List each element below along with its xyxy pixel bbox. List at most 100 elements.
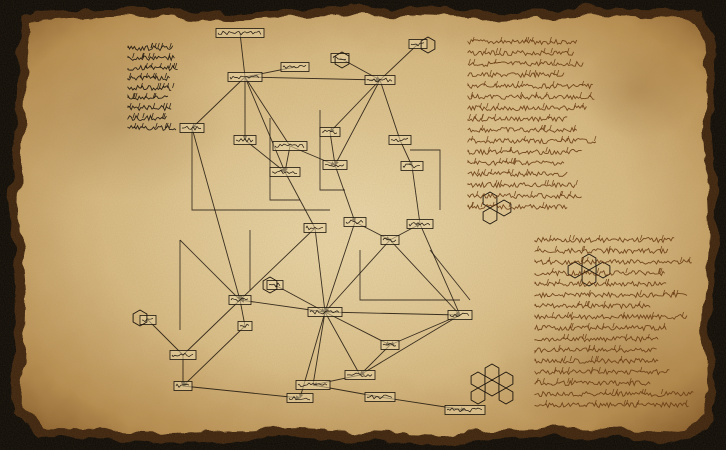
script-block-left-margin xyxy=(127,42,178,132)
diagram-nodes xyxy=(139,28,486,415)
diagram-node xyxy=(227,72,263,82)
script-line xyxy=(534,313,688,321)
script-line xyxy=(467,104,587,112)
connector-line xyxy=(329,79,381,133)
connector-line xyxy=(324,311,391,346)
diagram-node xyxy=(173,381,193,391)
connector-route xyxy=(429,249,471,301)
script-line xyxy=(534,379,651,387)
script-line xyxy=(467,115,568,123)
connector-line xyxy=(334,79,381,166)
diagram-node xyxy=(380,340,400,350)
connector-line xyxy=(182,325,246,387)
script-line xyxy=(127,74,170,82)
script-line xyxy=(467,126,578,134)
connector-line xyxy=(191,127,242,301)
connector-line xyxy=(244,76,291,147)
diagram-node xyxy=(444,405,486,415)
script-line xyxy=(467,181,576,189)
script-block-right-top xyxy=(467,36,597,211)
molecule-sketch xyxy=(334,36,436,69)
script-line xyxy=(127,44,174,52)
diagram-node xyxy=(272,141,308,151)
script-line xyxy=(534,247,669,255)
connector-line xyxy=(334,164,356,223)
connector-line xyxy=(147,319,184,356)
connector-line xyxy=(182,385,301,400)
diagram-node xyxy=(228,295,252,305)
connector-line xyxy=(239,227,316,301)
diagram-node xyxy=(400,161,424,171)
diagram-node xyxy=(380,235,400,245)
connector-line xyxy=(379,79,401,141)
connector-line xyxy=(182,299,241,356)
diagram-node xyxy=(322,160,348,170)
script-line xyxy=(127,114,167,122)
script-line xyxy=(467,49,575,57)
connector-line xyxy=(244,76,286,173)
script-line xyxy=(467,192,582,200)
diagram-node xyxy=(280,62,310,72)
connector-line xyxy=(379,43,419,81)
script-line xyxy=(534,269,665,277)
diagram-node xyxy=(179,123,205,133)
connector-route xyxy=(191,128,330,211)
diagram-node xyxy=(139,315,157,325)
diagram-node xyxy=(343,217,367,227)
diagram-node xyxy=(364,75,396,85)
script-line xyxy=(467,71,565,79)
script-line xyxy=(127,64,178,72)
connector-line xyxy=(244,139,286,173)
connector-line xyxy=(359,314,461,376)
diagram-node xyxy=(344,370,376,380)
script-line xyxy=(534,291,688,299)
script-line xyxy=(467,148,582,156)
script-line xyxy=(534,357,659,365)
diagram-node xyxy=(215,28,265,38)
diagram-node xyxy=(408,39,428,49)
script-line xyxy=(534,390,694,398)
script-line xyxy=(467,82,593,90)
molecule-sketch xyxy=(470,363,514,405)
script-line xyxy=(467,159,565,167)
connector-line xyxy=(324,311,361,376)
script-line xyxy=(534,346,657,354)
diagram-node xyxy=(447,310,473,320)
script-line xyxy=(534,258,692,266)
script-line xyxy=(467,137,597,145)
script-line xyxy=(127,84,172,92)
script-line xyxy=(534,280,667,288)
script-line xyxy=(534,401,689,409)
script-line xyxy=(127,94,169,101)
connector-line xyxy=(389,239,461,316)
script-line xyxy=(534,368,670,376)
diagram-node xyxy=(233,135,257,145)
diagram-node xyxy=(169,350,197,360)
connector-route xyxy=(179,239,241,301)
connector-route xyxy=(410,149,441,210)
script-line xyxy=(467,38,578,46)
connector-line xyxy=(324,239,391,313)
diagram-node xyxy=(303,223,327,233)
diagram-node xyxy=(406,219,434,229)
connector-route xyxy=(359,250,460,301)
connector-line xyxy=(411,165,421,225)
diagram-node xyxy=(286,393,314,403)
molecule-sketch xyxy=(262,276,278,294)
script-line xyxy=(467,60,584,68)
script-line xyxy=(127,104,172,112)
connector-line xyxy=(329,131,336,166)
script-line xyxy=(467,93,595,101)
diagram-node xyxy=(269,167,301,177)
diagram-node xyxy=(266,280,284,290)
diagram-node xyxy=(364,392,396,402)
script-line xyxy=(534,324,667,332)
diagram-node xyxy=(319,127,341,137)
connector-line xyxy=(314,227,326,313)
connector-line xyxy=(191,76,246,129)
diagram-node xyxy=(237,321,253,331)
script-block-right-bottom xyxy=(534,234,694,409)
molecule-sketches xyxy=(132,36,611,405)
script-line xyxy=(467,203,568,211)
